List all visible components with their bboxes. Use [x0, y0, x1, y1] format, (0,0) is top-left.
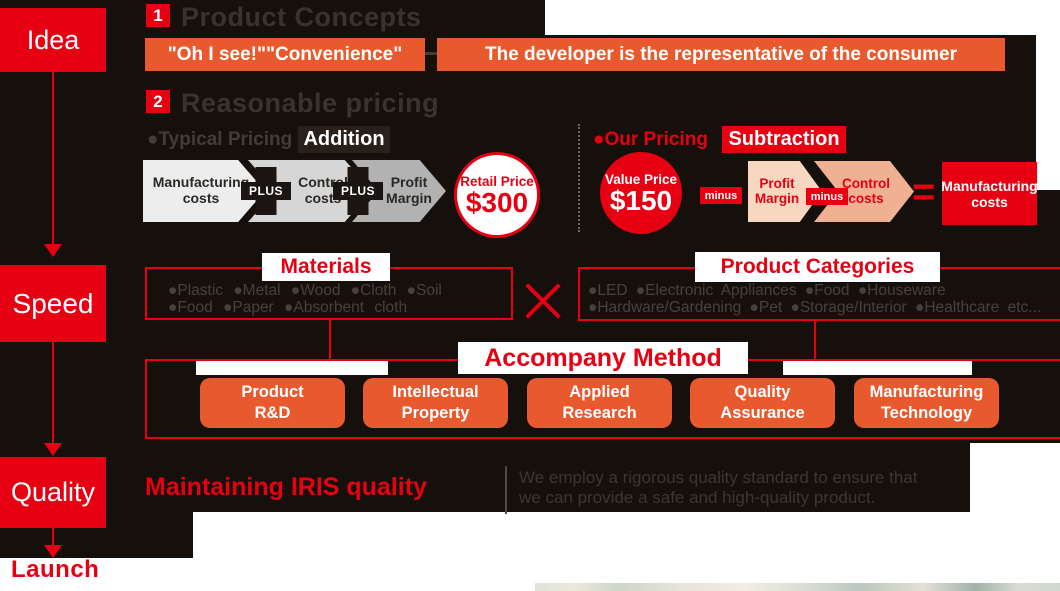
flow-line-1 — [52, 72, 54, 244]
btn-line2: Research — [562, 404, 637, 422]
subtraction-seg1-label: Profit Margin — [750, 176, 804, 206]
step-speed: Speed — [0, 265, 106, 342]
step-quality: Quality — [0, 457, 106, 528]
quality-line2: we can provide a safe and high-quality p… — [519, 488, 876, 507]
accompany-applied-research: Applied Research — [527, 378, 672, 428]
step-speed-label: Speed — [12, 287, 94, 319]
materials-title: Materials — [262, 253, 390, 281]
subtraction-seg2-label: Control costs — [838, 176, 894, 206]
flow-line-2 — [52, 342, 54, 443]
subtraction-tag: Subtraction — [722, 126, 846, 153]
seg3-line2: Margin — [386, 190, 432, 206]
btn-line1: Manufacturing — [869, 383, 984, 401]
btn-line1: Quality — [734, 383, 791, 401]
flow-line-3 — [52, 528, 54, 545]
btn-line2: R&D — [254, 404, 291, 422]
btn-line2: Assurance — [720, 404, 805, 422]
plus-label-1: PLUS — [248, 184, 283, 198]
quality-description: We employ a rigorous quality standard to… — [519, 468, 917, 508]
bg-panel-quality — [0, 443, 970, 512]
step-idea-label: Idea — [26, 24, 80, 55]
btn-line2: Technology — [880, 404, 973, 422]
plus-icon-2: PLUS — [333, 167, 383, 215]
concept-connector — [425, 52, 437, 55]
flow-arrowhead-2 — [44, 443, 62, 456]
equals-sign: = — [912, 170, 936, 214]
result-line1: Manufacturing — [941, 177, 1038, 194]
quality-heading: Maintaining IRIS quality — [145, 473, 427, 501]
btn-line1: Applied — [569, 383, 630, 401]
photo-strip — [535, 583, 1060, 591]
plus-icon-hbar — [241, 182, 291, 200]
section-2-badge: 2 — [146, 90, 170, 113]
materials-items: ●Plastic ●Metal ●Wood ●Cloth ●Soil ●Food… — [168, 282, 503, 316]
manufacturing-costs-result-box: Manufacturing costs — [941, 162, 1038, 225]
oseg1-line1: Profit — [759, 176, 795, 191]
seg1-line2: costs — [182, 190, 220, 206]
addition-seg1-label: Manufacturing costs — [147, 174, 255, 206]
flow-arrowhead-3 — [44, 545, 62, 558]
flow-arrowhead-1 — [44, 244, 62, 257]
step-quality-label: Quality — [10, 477, 96, 507]
minus-badge-1: minus — [700, 187, 742, 204]
our-pricing-label: ●Our Pricing — [593, 129, 708, 150]
minus-badge-2: minus — [806, 188, 848, 205]
section-2-title: Reasonable pricing — [181, 88, 440, 118]
plus-icon-hbar — [333, 182, 383, 200]
addition-tag: Addition — [298, 126, 390, 153]
accompany-intellectual-property: Intellectual Property — [363, 378, 508, 428]
retail-price-label: Retail Price — [460, 173, 534, 189]
btn-line2: Property — [401, 404, 470, 422]
oseg2-line1: Control — [842, 176, 890, 191]
categories-title: Product Categories — [695, 252, 940, 282]
quality-line1: We employ a rigorous quality standard to… — [519, 468, 918, 487]
accompany-product-rd: Product R&D — [200, 378, 345, 428]
result-line2: costs — [971, 193, 1008, 210]
section-1-title: Product Concepts — [181, 2, 422, 32]
materials-connector — [329, 318, 331, 359]
plus-icon-1: PLUS — [241, 167, 291, 215]
seg2-line2: costs — [304, 190, 342, 206]
btn-line1: Intellectual — [392, 383, 479, 401]
seg3-line1: Profit — [390, 174, 428, 190]
multiply-icon — [523, 281, 563, 321]
step-launch-label: Launch — [11, 556, 100, 583]
accompany-quality-assurance: Quality Assurance — [690, 378, 835, 428]
concept-statement-box: The developer is the representative of t… — [437, 38, 1005, 71]
categories-line2: ●Hardware/Gardening ●Pet ●Storage/Interi… — [588, 299, 1042, 316]
quality-divider — [505, 466, 507, 514]
seg1-line1: Manufacturing — [152, 174, 250, 190]
step-idea: Idea — [0, 8, 106, 72]
categories-items: ●LED ●Electronic Appliances ●Food ●House… — [588, 282, 1058, 316]
materials-line1: ●Plastic ●Metal ●Wood ●Cloth ●Soil — [168, 282, 442, 299]
btn-line1: Product — [241, 383, 304, 401]
retail-price-value: $300 — [465, 186, 529, 218]
categories-line1: ●LED ●Electronic Appliances ●Food ●House… — [588, 282, 946, 299]
section-1-badge: 1 — [146, 4, 170, 27]
value-price-value: $150 — [609, 184, 673, 216]
accompany-manufacturing-technology: Manufacturing Technology — [854, 378, 999, 428]
pricing-divider — [578, 124, 580, 232]
concept-tagline-box: "Oh I see!""Convenience" — [145, 38, 425, 71]
retail-price-circle: Retail Price $300 — [454, 152, 540, 238]
bg-gap-right — [783, 361, 972, 375]
plus-label-2: PLUS — [340, 184, 375, 198]
bg-gap-left — [196, 361, 388, 375]
materials-line2: ●Food ●Paper ●Absorbent cloth — [168, 299, 408, 316]
value-price-circle: Value Price $150 — [600, 152, 682, 234]
categories-connector — [814, 319, 816, 359]
concept-statement-text: The developer is the representative of t… — [485, 43, 957, 65]
addition-seg3-label: Profit Margin — [374, 174, 444, 206]
oseg1-line2: Margin — [754, 191, 800, 206]
oseg2-line2: costs — [848, 191, 884, 206]
concept-tagline-text: "Oh I see!""Convenience" — [167, 43, 403, 65]
value-price-label: Value Price — [604, 171, 678, 187]
accompany-title: Accompany Method — [458, 342, 748, 374]
typical-pricing-label: ●Typical Pricing — [147, 129, 293, 150]
